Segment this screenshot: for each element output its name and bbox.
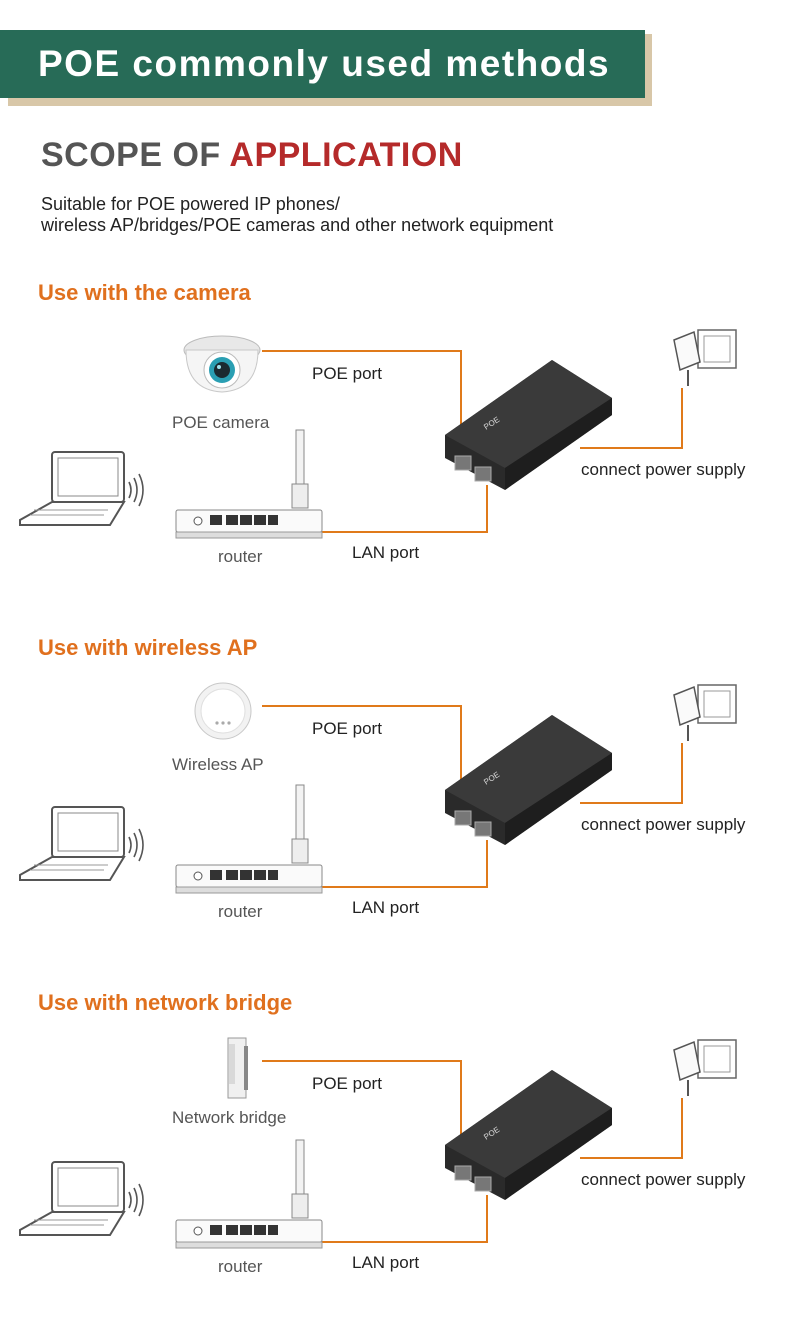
wireless-ap-icon [194, 682, 252, 740]
router-icon [175, 1139, 323, 1249]
router-label: router [218, 902, 263, 921]
device-label: POE camera [172, 413, 270, 432]
poe-cable [262, 350, 462, 458]
description-line-1: Suitable for POE powered IP phones/ [41, 194, 340, 214]
poe-injector-icon: POE [445, 715, 612, 845]
wifi-signal-icon [128, 828, 144, 862]
section-network-bridge: Use with network bridge [0, 980, 790, 1300]
router-label: router [218, 1257, 263, 1276]
wifi-signal-icon [128, 1183, 144, 1217]
power-supply-label: connect power supply [581, 460, 746, 479]
power-supply-label: connect power supply [581, 815, 746, 834]
power-cable [580, 388, 683, 449]
power-adapter-icon [673, 1039, 737, 1096]
poe-port-label: POE port [312, 1074, 382, 1093]
section-title: Use with the camera [38, 280, 251, 305]
section-title: Use with network bridge [38, 990, 293, 1015]
section-title: Use with wireless AP [38, 635, 258, 660]
lan-cable [322, 485, 488, 533]
lan-port-label: LAN port [352, 898, 420, 917]
banner-title: POE commonly used methods [38, 43, 611, 84]
scope-heading: SCOPE OF APPLICATION [41, 136, 463, 175]
connection-diagram: POE [19, 1037, 737, 1249]
header-banner: POE commonly used methods [0, 30, 645, 98]
device-label: Network bridge [172, 1108, 287, 1127]
description-line-2: wireless AP/bridges/POE cameras and othe… [41, 215, 554, 235]
poe-port-label: POE port [312, 364, 382, 383]
laptop-icon [19, 806, 126, 881]
lan-cable [322, 840, 488, 888]
scope-description: Suitable for POE powered IP phones/ wire… [41, 194, 553, 236]
laptop-icon [19, 451, 126, 526]
lan-port-label: LAN port [352, 543, 420, 562]
poe-injector-icon: POE [445, 360, 612, 490]
poe-port-label: POE port [312, 719, 382, 738]
poe-cable [262, 705, 462, 813]
power-adapter-icon [673, 329, 737, 386]
power-cable [580, 1098, 683, 1159]
lan-cable [322, 1195, 488, 1243]
network-bridge-icon [227, 1037, 248, 1099]
power-cable [580, 743, 683, 804]
laptop-icon [19, 1161, 126, 1236]
poe-cable [262, 1060, 462, 1168]
scope-title-part2: APPLICATION [229, 136, 463, 174]
section-camera: Use with the camera [0, 270, 790, 590]
dome-camera-icon [183, 335, 261, 393]
lan-port-label: LAN port [352, 1253, 420, 1272]
router-icon [175, 429, 323, 539]
device-label: Wireless AP [172, 755, 264, 774]
connection-diagram: POE [19, 329, 737, 539]
connection-diagram: POE [19, 682, 737, 894]
section-wireless-ap: Use with wireless AP [0, 625, 790, 945]
router-icon [175, 784, 323, 894]
poe-injector-icon: POE [445, 1070, 612, 1200]
power-supply-label: connect power supply [581, 1170, 746, 1189]
router-label: router [218, 547, 263, 566]
scope-title-part1: SCOPE OF [41, 136, 221, 174]
power-adapter-icon [673, 684, 737, 741]
wifi-signal-icon [128, 473, 144, 507]
